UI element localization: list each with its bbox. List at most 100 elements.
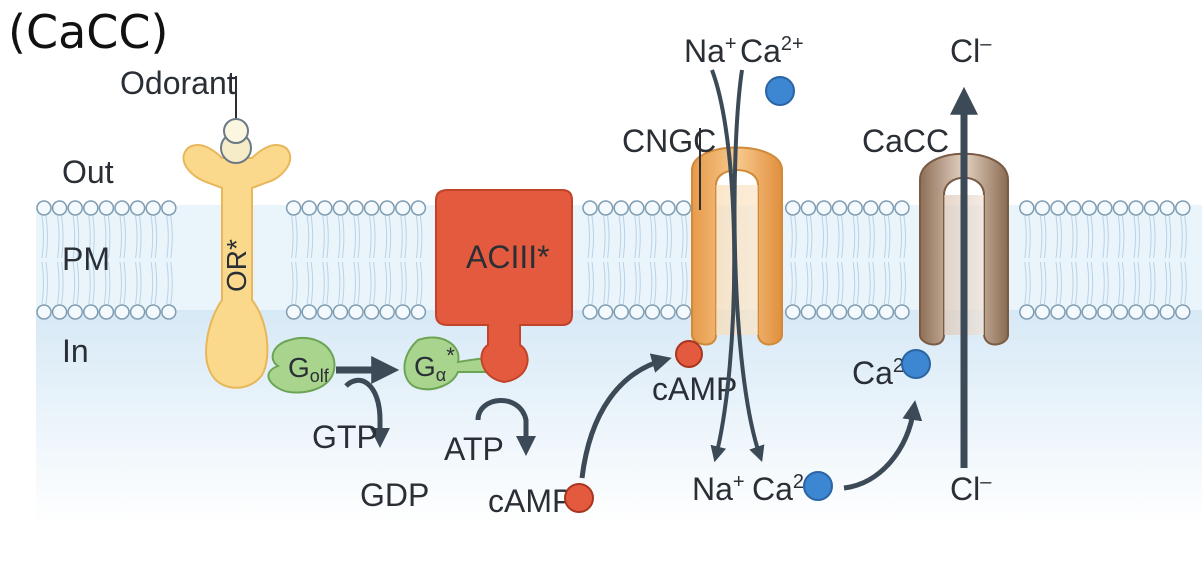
cl-top-label: Cl– [950, 33, 992, 69]
lipid-tail [373, 215, 376, 259]
lipid-tail [638, 261, 641, 305]
cngc-channel [691, 146, 783, 346]
lipid-tail [76, 261, 80, 305]
lipid-tail [419, 215, 423, 259]
lipid-tail [41, 261, 44, 305]
lipid-tail [856, 261, 860, 305]
lipid-tail [1180, 215, 1183, 259]
lipid-tail [681, 215, 684, 259]
lipid-tail [170, 261, 173, 305]
lipid-tail [603, 215, 606, 259]
lipid-head [332, 304, 349, 320]
aciii-enzyme: ACIII* [435, 189, 573, 384]
lipid-tail [1102, 261, 1105, 305]
lipid-head [285, 304, 302, 320]
lipid-tail [1149, 215, 1152, 259]
lipid-tail [622, 261, 626, 305]
lipid-tail [837, 261, 840, 305]
lipid-tail [400, 261, 403, 305]
lipid-head [395, 304, 411, 320]
lipid-head [785, 304, 801, 320]
lipid-head [301, 304, 317, 320]
lipid-head [83, 200, 99, 216]
calcium-ion-outside [765, 76, 795, 106]
lipid-head [1019, 200, 1035, 216]
lipid-tail [1106, 261, 1109, 305]
lipid-tail [1043, 215, 1047, 259]
cl-bottom-label: Cl– [950, 471, 992, 507]
lipid-tail [1059, 215, 1062, 259]
golf-protein: Golf [267, 337, 336, 394]
lipid-tail [856, 215, 860, 259]
lipid-tail [1133, 215, 1136, 259]
lipid-tail [1164, 215, 1168, 259]
lipid-head [597, 200, 614, 216]
lipid-tail [821, 215, 824, 259]
lipid-head [863, 304, 879, 320]
lipid-head [317, 304, 333, 320]
lipid-head [301, 200, 317, 216]
lipid-head [847, 304, 863, 320]
lipid-tail [103, 215, 107, 259]
lipid-tail [295, 261, 298, 305]
ca-influx-arrow [732, 69, 765, 463]
lipid-tail [883, 215, 887, 259]
lipid-tail [887, 261, 891, 305]
na-top-label: Na+ [684, 33, 737, 69]
lipid-tail [415, 261, 419, 305]
lipid-tail [618, 215, 622, 259]
lipid-tail [1028, 261, 1031, 305]
lipid-head [379, 200, 395, 216]
lipid-head [410, 304, 427, 320]
lipid-head [317, 200, 333, 216]
galpha-label: Gα* [414, 343, 455, 385]
region-in-label: In [62, 333, 89, 369]
lipid-tail [903, 261, 906, 305]
lipid-head [410, 200, 427, 216]
lipid-tail [821, 261, 824, 305]
lipid-head [332, 200, 349, 216]
lipid-head [847, 200, 863, 216]
lipid-head [1081, 200, 1097, 216]
lipid-tail [591, 261, 594, 305]
lipid-tail [369, 261, 372, 305]
lipid-tail [634, 215, 637, 259]
lipid-tail [825, 261, 828, 305]
lipid-tail [665, 261, 668, 305]
lipid-head [1128, 304, 1144, 320]
lipid-head [1143, 304, 1160, 320]
lipid-tail [1055, 215, 1058, 259]
lipid-tail [1086, 261, 1090, 305]
lipid-head [660, 200, 676, 216]
lipid-head [878, 304, 895, 320]
lipid-tail [295, 215, 298, 259]
lipid-tail [622, 215, 626, 259]
lipid-head [1065, 200, 1082, 216]
lipid-head [1159, 200, 1175, 216]
lipid-tail [1028, 215, 1031, 259]
lipid-head [1065, 304, 1082, 320]
lipid-tail [587, 215, 590, 259]
receptor-label: OR* [221, 239, 252, 292]
lipid-head [98, 200, 115, 216]
lipid-head [660, 304, 676, 320]
lipid-heads-inner [36, 304, 1191, 320]
lipid-tail [92, 215, 95, 259]
lipid-head [629, 304, 645, 320]
lipid-tail [1090, 261, 1094, 305]
lipid-tail [1055, 261, 1058, 305]
lipid-head [582, 304, 598, 320]
lipid-tail [341, 215, 345, 259]
lipid-head [1019, 304, 1035, 320]
lipid-head [1159, 304, 1175, 320]
lipid-head [145, 304, 161, 320]
lipid-tail [841, 261, 844, 305]
lipid-tail [166, 215, 169, 259]
lipid-head [145, 200, 161, 216]
odorant-receptor: OR* [182, 144, 292, 389]
lipid-head [98, 304, 115, 320]
lipid-tail [899, 215, 902, 259]
lipid-head [114, 200, 130, 216]
lipid-tail [57, 215, 60, 259]
lipid-tail [794, 261, 797, 305]
